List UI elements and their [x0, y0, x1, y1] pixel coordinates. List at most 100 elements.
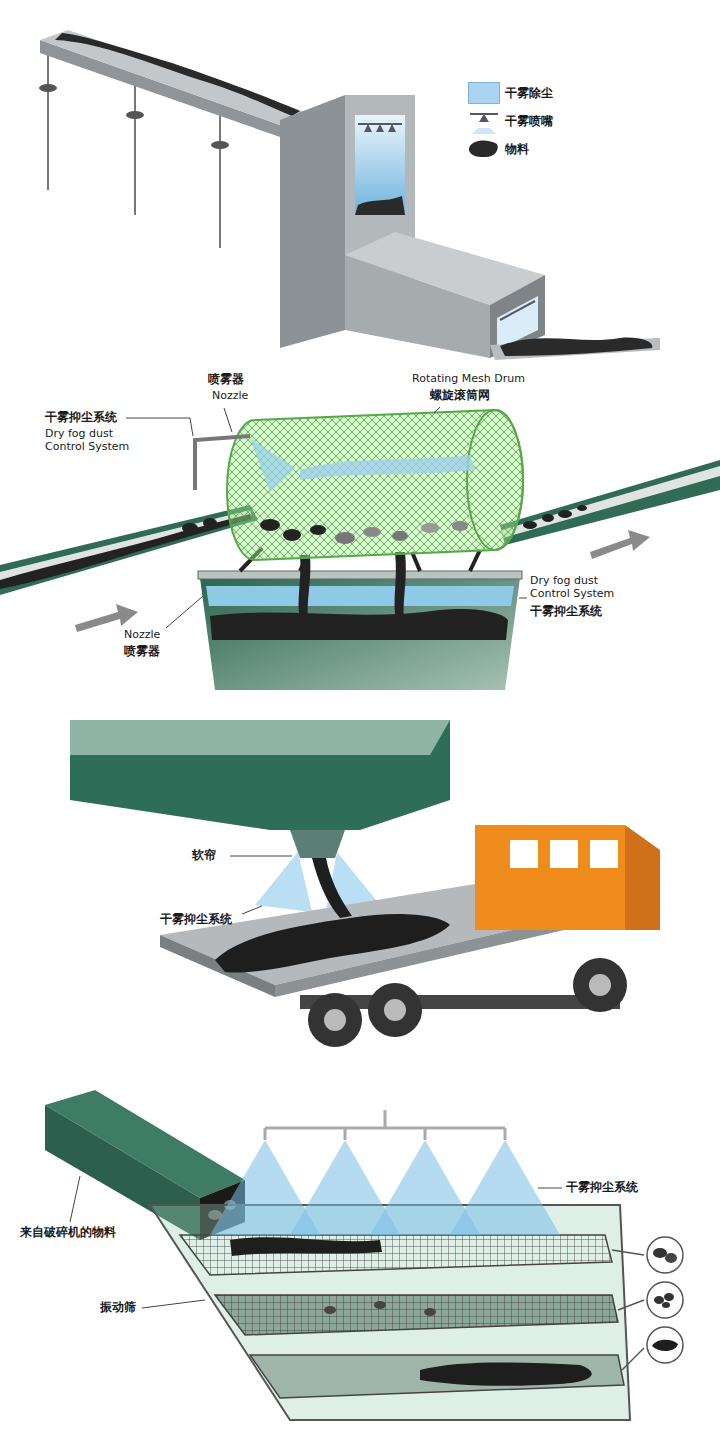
panel-four-polygon	[215, 1295, 618, 1335]
panel-two-rect	[198, 571, 522, 579]
panel-four-polygon	[250, 1355, 624, 1398]
panel-four-line	[142, 1300, 205, 1308]
panel-two-line	[470, 550, 480, 571]
panel-one-path	[355, 196, 405, 215]
legend-text: 物料	[505, 141, 529, 158]
panel-four-ellipse	[324, 1306, 336, 1314]
panel-four-line	[384, 1110, 387, 1128]
panel-two-ellipse	[558, 510, 572, 518]
callout-label: Dry fog dust Control System	[45, 427, 140, 453]
panel-two-ellipse	[363, 527, 381, 537]
panel-two-ellipse	[523, 521, 537, 529]
panel-four-ellipse	[664, 1293, 674, 1301]
panel-two-ellipse	[542, 514, 554, 522]
callout-label: 干雾抑尘系统	[160, 912, 232, 926]
panel-three-polygon	[255, 852, 312, 912]
panel-four-line	[264, 1128, 267, 1140]
panel-four-line	[538, 1188, 562, 1189]
panel-two-path	[299, 555, 311, 620]
panel-two-path	[300, 455, 475, 480]
panel-three	[70, 720, 660, 1047]
panel-three-rect	[550, 840, 578, 868]
panel-two-line	[224, 408, 232, 432]
panel-three-polygon	[70, 720, 450, 830]
panel-four-ellipse	[653, 1248, 667, 1258]
panel-four-ellipse	[665, 1253, 677, 1263]
callout-label: 喷雾器	[124, 644, 160, 658]
panel-two-polyline	[126, 418, 193, 436]
panel-two-path	[195, 436, 250, 490]
panel-four-circle	[647, 1237, 683, 1273]
panel-one-polygon	[479, 114, 489, 122]
callout-label: 干雾抑尘系统	[566, 1180, 638, 1194]
callout-label: Dry fog dust Control System	[530, 574, 630, 600]
panel-four-polygon	[180, 1235, 612, 1275]
panel-four-line	[504, 1128, 507, 1140]
panel-one-polygon	[280, 95, 345, 348]
panel-two-ellipse	[467, 410, 523, 550]
panel-one-ellipse	[126, 111, 144, 119]
panel-two-path	[227, 410, 523, 560]
legend-text: 干雾除尘	[505, 85, 553, 102]
panel-four-ellipse	[662, 1302, 670, 1308]
panel-one	[39, 30, 660, 360]
panel-two-polygon	[200, 578, 520, 690]
panel-four-line	[622, 1348, 644, 1370]
panel-three-line	[242, 906, 262, 914]
callout-label: Nozzle	[124, 628, 160, 641]
panel-two-ellipse	[260, 519, 280, 531]
panel-one-path	[469, 141, 498, 158]
panel-three-polygon	[70, 720, 450, 755]
panel-three-polygon	[625, 825, 660, 930]
panel-one-path	[55, 33, 300, 116]
panel-two-path	[395, 552, 406, 620]
callout-label: Rotating Mesh Drum	[412, 372, 525, 385]
legend-text: 干雾喷嘴	[505, 113, 553, 130]
panel-one-polygon	[40, 30, 305, 125]
panel-four	[45, 1090, 683, 1420]
panel-three-line	[230, 856, 292, 857]
panel-three-circle	[324, 1009, 346, 1031]
panel-three-circle	[573, 958, 627, 1012]
callout-label: 来自破碎机的物料	[20, 1225, 116, 1239]
panel-three-circle	[308, 993, 362, 1047]
panel-two-ellipse	[577, 505, 587, 511]
panel-two-path	[75, 604, 138, 632]
panel-two-ellipse	[203, 518, 217, 528]
panel-four-path	[230, 1237, 382, 1256]
panel-three-path	[215, 914, 450, 973]
panel-four-line	[612, 1250, 644, 1255]
panel-three-circle	[384, 999, 406, 1021]
callout-label: 干雾抑尘系统	[45, 410, 117, 424]
panel-two-ellipse	[310, 525, 326, 535]
panel-one-polygon	[40, 40, 280, 137]
panel-four-path	[652, 1340, 678, 1351]
callout-label: Nozzle	[212, 389, 248, 402]
panel-three-circle	[368, 983, 422, 1037]
panel-four-circle	[647, 1282, 683, 1318]
panel-three-circle	[589, 974, 611, 996]
panel-three-polygon	[475, 825, 625, 930]
panel-two-path	[227, 410, 523, 560]
panel-two-line	[434, 407, 440, 413]
panel-two-line	[519, 598, 527, 599]
panel-two-ellipse	[421, 523, 439, 533]
panel-three-rect	[590, 840, 618, 868]
panel-one-rect	[355, 115, 405, 215]
panel-four-line	[424, 1128, 427, 1140]
panel-one-path	[500, 338, 652, 356]
panel-four-line	[70, 1176, 80, 1222]
panel-one-ellipse	[39, 84, 57, 92]
panel-two-path	[210, 609, 508, 640]
panel-one-polygon	[490, 338, 660, 360]
panel-four-circle	[647, 1327, 683, 1363]
panel-four-ellipse	[374, 1301, 386, 1309]
panel-two-ellipse	[335, 532, 355, 544]
panel-two-ellipse	[392, 531, 408, 541]
panel-two-polygon	[502, 466, 720, 538]
panel-four-line	[344, 1128, 347, 1140]
panel-one-line	[47, 50, 49, 190]
panel-two-polygon	[500, 460, 720, 545]
panel-two-polygon	[206, 586, 514, 606]
